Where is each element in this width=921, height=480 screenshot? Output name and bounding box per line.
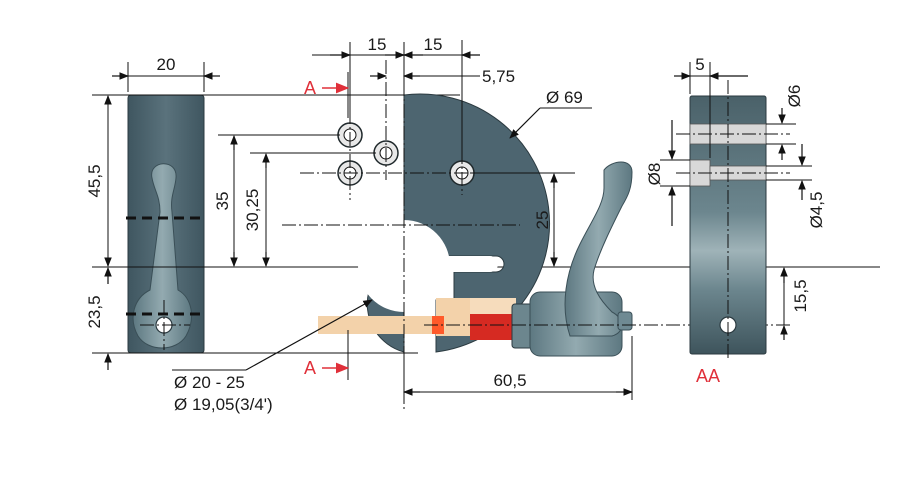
dim-side-width: 5 bbox=[695, 55, 704, 74]
dim-hole-d6: Ø6 bbox=[785, 85, 804, 108]
clamp-pin-left bbox=[318, 316, 438, 334]
section-label-side: AA bbox=[696, 366, 720, 386]
front-view bbox=[282, 40, 550, 410]
dim-height-25: 25 bbox=[533, 211, 552, 230]
dim-hole-d8: Ø8 bbox=[645, 163, 664, 186]
dim-height-23-5: 23,5 bbox=[85, 295, 104, 328]
section-label-bottom: A bbox=[304, 358, 316, 378]
dim-top-15-right: 15 bbox=[424, 35, 443, 54]
dim-side-height: 15,5 bbox=[791, 279, 810, 312]
dim-height-45-5: 45,5 bbox=[85, 164, 104, 197]
dim-left-width: 20 bbox=[157, 55, 176, 74]
dim-height-35: 35 bbox=[213, 192, 232, 211]
dim-outer-diameter: Ø 69 bbox=[546, 88, 583, 107]
dim-hole-d4-5: Ø4,5 bbox=[807, 192, 826, 229]
left-view-lever bbox=[132, 163, 193, 349]
dim-height-30-25: 30,25 bbox=[243, 189, 262, 232]
dim-lever-reach: 60,5 bbox=[493, 371, 526, 390]
dim-bore-range: Ø 20 - 25 bbox=[174, 373, 245, 392]
dim-offset-5-75: 5,75 bbox=[482, 67, 515, 86]
clamp-lever bbox=[424, 161, 790, 357]
dim-bore-inch: Ø 19,05(3/4') bbox=[174, 395, 273, 414]
side-view bbox=[676, 80, 790, 360]
clamp-nut bbox=[470, 314, 518, 340]
left-view bbox=[126, 94, 206, 354]
section-label-top: A bbox=[304, 78, 316, 98]
dim-top-15-left: 15 bbox=[368, 35, 387, 54]
